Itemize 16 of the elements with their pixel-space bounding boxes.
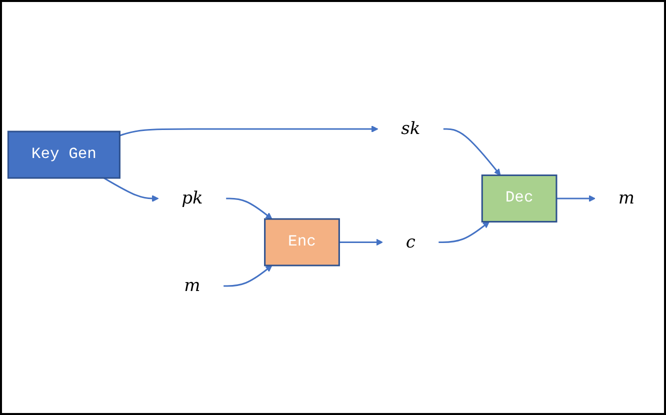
arrow (224, 265, 272, 287)
arrow (226, 198, 272, 220)
node-box: Dec (481, 174, 558, 222)
node-text: sk (401, 119, 420, 139)
arrow (443, 128, 501, 176)
node-text: m (618, 188, 635, 208)
arrow (119, 126, 378, 136)
node-text: pk (182, 188, 203, 208)
node-text: m (184, 276, 200, 296)
arrow (103, 177, 159, 202)
arrow (339, 238, 383, 246)
arrow (438, 221, 490, 244)
node-box: Enc (264, 218, 340, 266)
node-box: Key Gen (7, 130, 120, 179)
node-text: c (406, 232, 416, 252)
arrow (556, 195, 596, 202)
